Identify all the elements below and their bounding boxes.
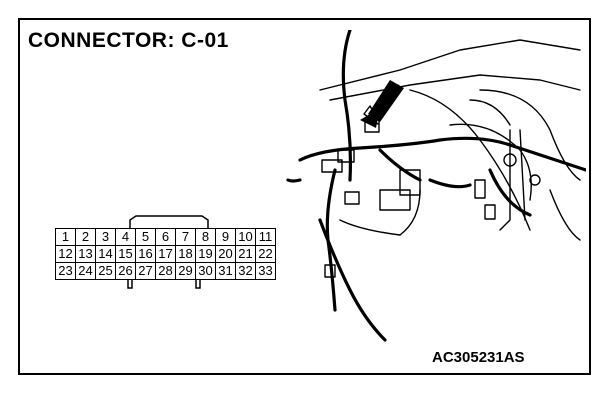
- pin-21: 21: [236, 246, 256, 263]
- pin-11: 11: [256, 229, 276, 246]
- pin-4: 4: [116, 229, 136, 246]
- cluster-lens: [449, 123, 532, 201]
- pin-8: 8: [196, 229, 216, 246]
- pin-23: 23: [56, 263, 76, 280]
- diagram-title: CONNECTOR: C-01: [28, 29, 229, 52]
- pin-5: 5: [136, 229, 156, 246]
- pin-22: 22: [256, 246, 276, 263]
- pin-9: 9: [216, 229, 236, 246]
- pin-28: 28: [156, 263, 176, 280]
- dashboard-top-edge: [319, 39, 581, 91]
- pin-33: 33: [256, 263, 276, 280]
- pin-27: 27: [136, 263, 156, 280]
- pin-17: 17: [156, 246, 176, 263]
- pin-2: 2: [76, 229, 96, 246]
- pin-30: 30: [196, 263, 216, 280]
- dashboard-panel: [409, 89, 531, 231]
- pin-32: 32: [236, 263, 256, 280]
- harness-main: [298, 136, 586, 172]
- pin-14: 14: [96, 246, 116, 263]
- pin-13: 13: [76, 246, 96, 263]
- dashboard-lower-edge: [329, 74, 581, 101]
- pin-31: 31: [216, 263, 236, 280]
- pin-6: 6: [156, 229, 176, 246]
- pin-29: 29: [176, 263, 196, 280]
- pin-3: 3: [96, 229, 116, 246]
- pin-24: 24: [76, 263, 96, 280]
- harness-illustration: [286, 30, 586, 342]
- connector-outline: [127, 215, 209, 289]
- pin-1: 1: [56, 229, 76, 246]
- diagram-code: AC305231AS: [432, 349, 525, 366]
- diagram-frame: [18, 18, 591, 375]
- pin-25: 25: [96, 263, 116, 280]
- harness-upper: [341, 30, 353, 182]
- gauge-arc: [479, 89, 581, 181]
- pin-20: 20: [216, 246, 236, 263]
- pin-19: 19: [196, 246, 216, 263]
- pin-7: 7: [176, 229, 196, 246]
- pin-26: 26: [116, 263, 136, 280]
- pin-15: 15: [116, 246, 136, 263]
- pin-10: 10: [236, 229, 256, 246]
- pin-18: 18: [176, 246, 196, 263]
- pin-12: 12: [56, 246, 76, 263]
- harness-lower: [318, 218, 387, 342]
- pin-16: 16: [136, 246, 156, 263]
